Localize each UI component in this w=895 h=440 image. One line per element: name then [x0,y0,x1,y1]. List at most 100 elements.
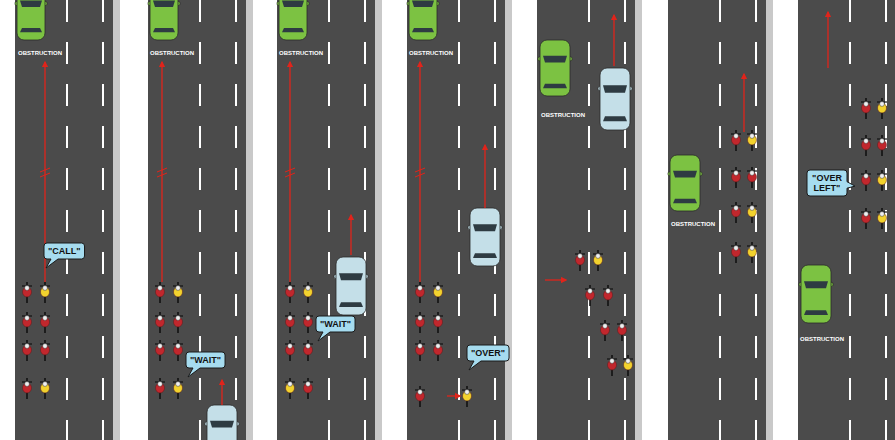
cyclist [861,170,871,191]
cars [15,0,833,440]
cyclist [861,208,871,229]
cyclist [22,282,32,303]
lane-marking [102,0,104,440]
road-shoulder [375,0,382,440]
car-windshield [603,85,627,92]
cyclist [861,135,871,156]
cyclist [415,312,425,333]
motion-arrow [350,215,351,255]
helmet [880,102,885,107]
callout-text: "WAIT" [190,355,221,365]
cyclist [877,135,887,156]
motion-arrow [743,74,744,132]
cyclist [22,312,32,333]
cyclist [415,282,425,303]
car-windshield [339,273,363,280]
cyclist [173,340,183,361]
callout-bubble [44,243,85,268]
car [334,257,368,315]
helmet [418,344,423,349]
road-shoulder [635,0,642,440]
break-mark [157,168,167,172]
cyclist [173,378,183,399]
road-panel [15,0,120,440]
car-body [670,155,700,211]
helmet [43,316,48,321]
car-windshield [673,171,697,178]
cyclist [40,282,50,303]
cyclist [40,312,50,333]
helmet [734,206,739,211]
cyclist [40,340,50,361]
callout-text: "OVER" [471,348,505,358]
cyclist [603,285,613,306]
obstruction-label: OBSTRUCTION [541,112,585,118]
car-body [470,208,500,266]
cyclist [285,282,295,303]
obstruction-label: OBSTRUCTION [279,50,323,56]
helmet [734,134,739,139]
cyclist [173,312,183,333]
cyclist [155,312,165,333]
helmet [606,289,611,294]
car-windshield [210,421,234,428]
helmet [306,286,311,291]
cyclist [617,320,627,341]
motion-arrow [161,62,162,282]
obstruction-label: OBSTRUCTION [150,50,194,56]
helmet [306,316,311,321]
helmet [176,316,181,321]
car-rear-window [603,116,627,121]
helmet [288,344,293,349]
cyclist [877,98,887,119]
helmet [418,390,423,395]
obstruction-label: OBSTRUCTION [800,336,844,342]
car-body [600,68,630,130]
car-rear-window [282,28,304,32]
cyclist [623,355,633,376]
helmet [158,316,163,321]
car-windshield [543,56,567,63]
lane-marking [199,0,201,440]
car-rear-window [20,28,42,32]
helmet [288,316,293,321]
break-mark [157,173,167,177]
motion-arrow [484,145,485,208]
helmet [864,139,869,144]
motion-arrow [289,62,290,282]
cyclist [877,208,887,229]
speech-callout: "CALL" [44,243,85,259]
road-surface [668,0,766,440]
car-rear-window [412,28,434,32]
cyclist [303,312,313,333]
helmet [750,171,755,176]
cyclist [747,202,757,223]
obstruction-label: OBSTRUCTION [409,50,453,56]
break-mark [415,168,425,172]
cyclist [575,250,585,271]
cyclist [607,355,617,376]
helmet [750,206,755,211]
car [598,68,632,130]
helmet [436,316,441,321]
car [277,0,309,40]
helmet [610,359,615,364]
road-panel [407,0,512,440]
lane-marking [364,0,366,440]
cyclist [415,340,425,361]
road-panel [668,0,773,440]
car [468,208,502,266]
helmet [176,382,181,387]
helmet [158,344,163,349]
helmet [43,344,48,349]
helmet [864,174,869,179]
cyclist [22,378,32,399]
helmet [176,286,181,291]
road-shoulder [246,0,253,440]
helmet [25,316,30,321]
car-windshield [473,224,497,231]
helmet [288,286,293,291]
car-windshield [412,0,434,7]
cyclist [731,202,741,223]
car-windshield [153,0,175,7]
